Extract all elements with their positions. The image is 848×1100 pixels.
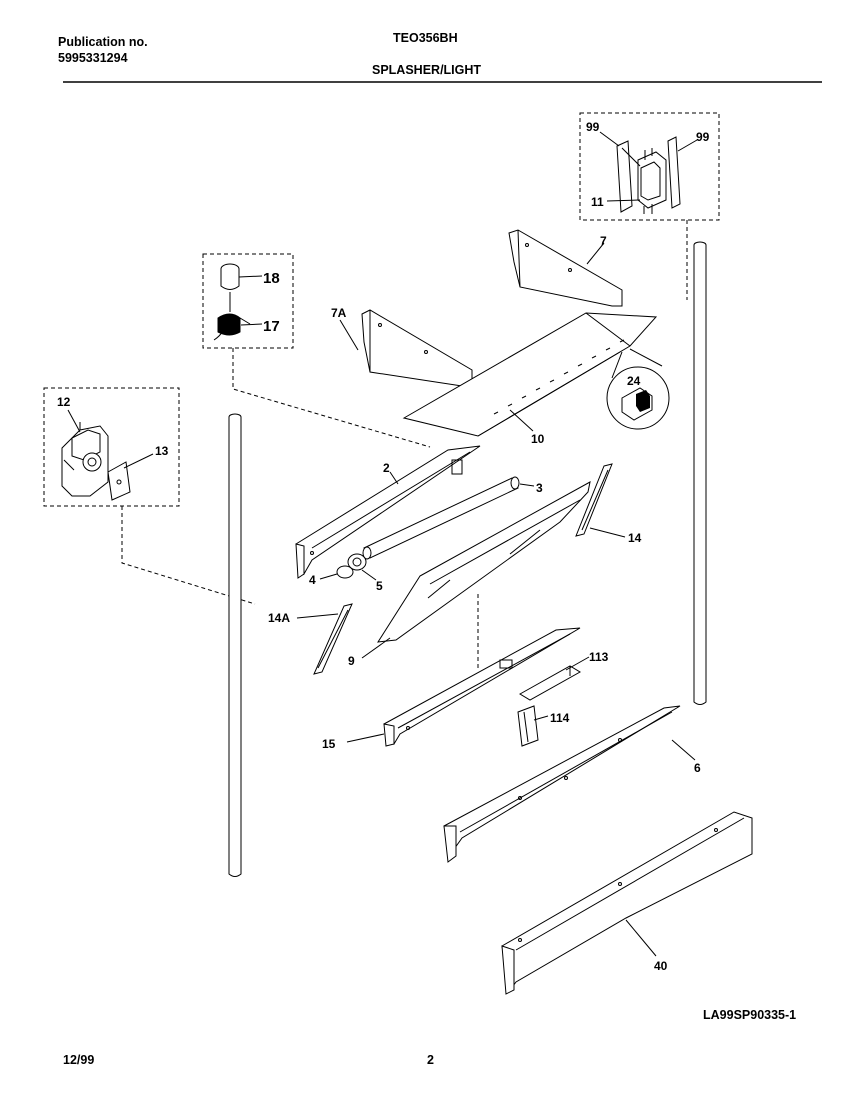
part-10-backguard-panel [402, 312, 658, 437]
part-13-bracket [107, 461, 131, 501]
callout-9: 9 [348, 654, 355, 668]
callout-14: 14 [628, 531, 642, 545]
right-end-trim [693, 241, 707, 705]
leader-24b [611, 351, 623, 379]
leader-14 [589, 527, 626, 538]
leader-5 [361, 569, 377, 581]
part-2-lamp-channel [295, 445, 481, 579]
part-9-lens-glass [377, 481, 591, 643]
leader-4 [319, 573, 338, 580]
part-114-clip [517, 705, 539, 747]
callout-10: 10 [531, 432, 545, 446]
callout-6: 6 [694, 761, 701, 775]
footer-date: 12/99 [63, 1053, 95, 1067]
leader-99b [677, 139, 698, 152]
leader-114 [533, 715, 549, 721]
callout-113: 113 [589, 650, 609, 664]
left-end-trim [228, 413, 242, 877]
part-7-right-bracket [508, 229, 623, 307]
timer-connection-dashed [121, 506, 256, 605]
callout-15: 15 [322, 737, 336, 751]
part-24-rocker-switch [621, 387, 653, 421]
part-11-switch-assembly [616, 136, 681, 214]
callout-7: 7 [600, 234, 607, 248]
lamp-connection-dashed [232, 348, 431, 448]
leader-113 [565, 656, 590, 671]
callout-99-left: 99 [586, 120, 600, 134]
callout-99-right: 99 [696, 130, 710, 144]
part-5-lamp-holder [347, 553, 367, 571]
leader-6 [671, 739, 696, 761]
callout-18: 18 [263, 270, 280, 287]
callout-13: 13 [155, 444, 169, 458]
part-14a-left-side-trim [313, 603, 353, 675]
leader-40 [625, 919, 657, 957]
leader-14a [296, 613, 339, 619]
model-number: TEO356BH [393, 31, 458, 45]
callout-2: 2 [383, 461, 390, 475]
switch-assembly-box [579, 112, 720, 221]
callout-14a: 14A [268, 611, 290, 625]
callout-3: 3 [536, 481, 543, 495]
part-17-lamp-socket [213, 313, 251, 341]
leader-10 [509, 409, 534, 432]
leader-7a [339, 319, 359, 351]
part-3-fluorescent-tube [362, 476, 520, 560]
callout-7a: 7A [331, 306, 347, 320]
leader-13 [123, 453, 154, 469]
callout-4: 4 [309, 573, 316, 587]
callout-40: 40 [654, 959, 668, 973]
part-12-timer [61, 422, 109, 497]
leader-15 [346, 733, 385, 743]
page-number: 2 [427, 1053, 434, 1067]
drawing-id: LA99SP90335-1 [703, 1008, 797, 1022]
leader-99a [599, 131, 620, 147]
part-15-lower-channel [383, 627, 581, 747]
callout-114: 114 [550, 711, 570, 725]
callout-11: 11 [591, 195, 604, 209]
part-18-lamp [220, 263, 240, 312]
leader-12 [67, 409, 81, 433]
part-14-right-side-trim [575, 463, 613, 537]
part-6-front-trim [443, 705, 681, 863]
leader-17 [240, 323, 263, 326]
leader-7 [586, 242, 605, 265]
leader-18 [238, 275, 263, 278]
publication-number: 5995331294 [58, 51, 128, 65]
leader-11 [606, 199, 641, 202]
callout-12: 12 [57, 395, 71, 409]
part-4-lamp-holder [336, 565, 354, 579]
part-40-lower-backguard [501, 811, 753, 995]
leader-3 [519, 483, 535, 487]
section-title: SPLASHER/LIGHT [372, 63, 482, 77]
leader-9 [361, 637, 391, 659]
publication-label: Publication no. [58, 35, 148, 49]
leader-24a [629, 348, 663, 367]
callout-17: 17 [263, 318, 280, 335]
leader-2 [389, 471, 399, 485]
lamp-box [202, 253, 294, 349]
part-113-bracket [519, 665, 581, 701]
part-7a-left-bracket [361, 309, 473, 387]
callout-5: 5 [376, 579, 383, 593]
callout-24: 24 [627, 374, 641, 388]
